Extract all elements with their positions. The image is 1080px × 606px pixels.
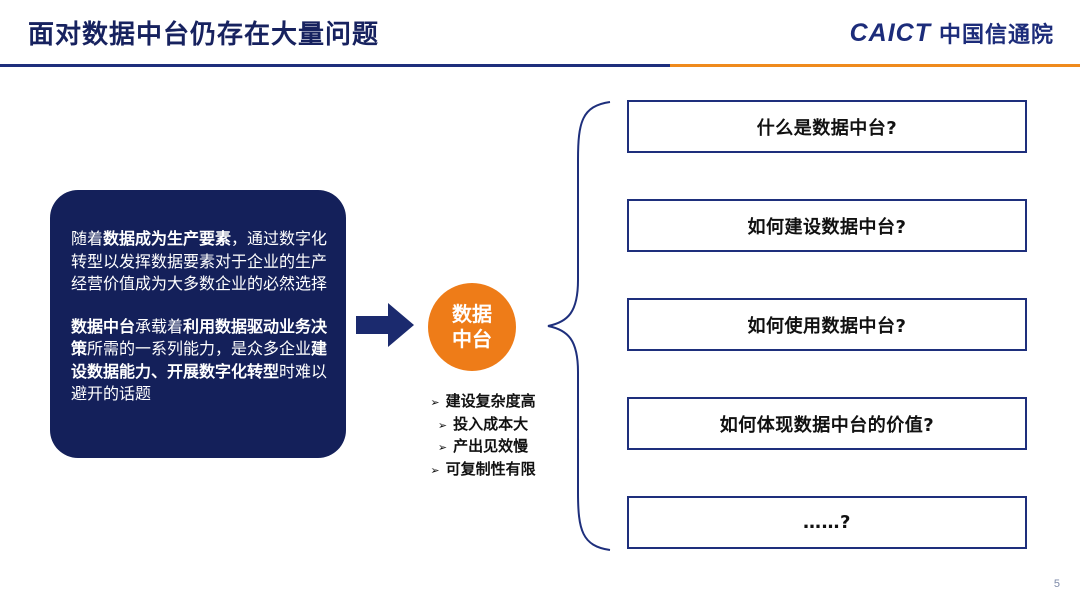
issue-item: ➢ 投入成本大 (438, 414, 528, 437)
issue-item: ➢ 建设复杂度高 (430, 391, 535, 414)
chevron-right-icon: ➢ (430, 396, 440, 409)
p1-text-1: 随着 (71, 229, 104, 248)
issue-item: ➢ 可复制性有限 (430, 459, 535, 482)
issue-text: 产出见效慢 (453, 437, 529, 455)
p2-highlight-3: 建设数据能力、开展数字化转型 (71, 339, 328, 381)
caict-logo: CAICT 中国信通院 (850, 17, 1054, 49)
p2-highlight-2: 利用数据驱动业务决策 (71, 316, 328, 359)
issue-text: 可复制性有限 (445, 459, 536, 478)
header-rule-orange (670, 64, 1080, 67)
question-box-2: 如何建设数据中台? (627, 199, 1027, 252)
chevron-right-icon: ➢ (437, 441, 448, 454)
question-text: 什么是数据中台? (756, 117, 898, 139)
p2-text-1: 承载着 (135, 316, 184, 336)
data-platform-circle: 数据 中台 (428, 283, 516, 371)
header-rule-blue (0, 64, 670, 67)
question-box-5: ……? (627, 496, 1027, 549)
right-arrow-icon (356, 303, 414, 347)
context-paragraph-2: 数据中台承载着利用数据驱动业务决策所需的一系列能力，是众多企业建设数据能力、开展… (71, 316, 332, 406)
circle-label-line1: 数据 (452, 302, 492, 326)
question-box-3: 如何使用数据中台? (627, 298, 1027, 351)
issue-list: ➢ 建设复杂度高 ➢ 投入成本大 ➢ 产出见效慢 ➢ 可复制性有限 (408, 391, 558, 481)
logo-text-en: CAICT (849, 18, 931, 47)
question-text: ……? (803, 512, 851, 533)
logo-text-cn: 中国信通院 (938, 23, 1054, 48)
context-paragraph-1: 随着数据成为生产要素，通过数字化转型以发挥数据要素对于企业的生产经营价值成为大多… (71, 228, 332, 296)
page-number: 5 (1053, 578, 1060, 590)
p2-highlight-1: 数据中台 (71, 316, 136, 336)
page-title: 面对数据中台仍存在大量问题 (28, 20, 380, 50)
question-text: 如何使用数据中台? (747, 315, 907, 337)
p2-text-3: 时难以避开的话题 (71, 361, 328, 404)
chevron-right-icon: ➢ (430, 463, 440, 477)
circle-label-line2: 中台 (452, 327, 492, 351)
issue-text: 建设复杂度高 (445, 392, 536, 410)
question-box-1: 什么是数据中台? (627, 100, 1027, 153)
chevron-right-icon: ➢ (437, 418, 448, 432)
question-box-4: 如何体现数据中台的价值? (627, 397, 1027, 450)
question-text: 如何体现数据中台的价值? (719, 414, 935, 436)
issue-item: ➢ 产出见效慢 (438, 436, 528, 459)
p1-text-2: ，通过数字化转型以发挥数据要素对于企业的生产经营价值成为大多数企业的必然选择 (71, 229, 328, 293)
p1-highlight-1: 数据成为生产要素 (103, 229, 232, 248)
question-text: 如何建设数据中台? (747, 216, 907, 238)
p2-text-2: 所需的一系列能力，是众多企业 (87, 339, 312, 358)
curly-brace-icon (547, 101, 611, 551)
context-box: 随着数据成为生产要素，通过数字化转型以发挥数据要素对于企业的生产经营价值成为大多… (50, 190, 346, 458)
issue-text: 投入成本大 (453, 414, 529, 433)
